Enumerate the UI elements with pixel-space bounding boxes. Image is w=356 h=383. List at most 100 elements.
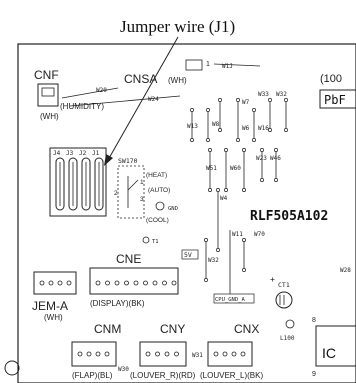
wire-label-w33: W33 xyxy=(258,91,269,98)
cny-pin xyxy=(145,351,151,357)
ct1-capacitor xyxy=(275,291,293,309)
trace-w20 xyxy=(61,87,119,99)
board-model: RLF505A102 xyxy=(250,209,328,224)
callout-leader xyxy=(107,36,179,161)
trace-w24 xyxy=(69,95,181,107)
switch-pos-one: 1 xyxy=(140,179,144,186)
jem-pins xyxy=(39,280,72,286)
cnm-pins xyxy=(77,351,110,357)
switch-heat-label: (HEAT) xyxy=(146,172,167,179)
jem-label: JEM-A xyxy=(32,299,68,313)
cnx-sub-label: (LOUVER_L)(BK) xyxy=(200,371,263,380)
cnx-pin xyxy=(222,351,228,357)
jumper-label-j3: J3 xyxy=(66,150,74,157)
switch-outline xyxy=(117,165,145,219)
trace-via xyxy=(190,108,194,112)
paren-label: (100 xyxy=(320,73,342,85)
wire-label-w23: W23 xyxy=(256,155,267,162)
cny-sub-label: (LOUVER_R)(RD) xyxy=(130,371,196,380)
jumper-wire-3 xyxy=(68,157,78,211)
switch-label: SW170 xyxy=(118,157,138,165)
cnm-pin xyxy=(86,351,92,357)
cnsa-pin-one: 1 xyxy=(206,61,210,68)
cnx-pins xyxy=(213,351,246,357)
wire-label-w6: W6 xyxy=(242,125,250,132)
switch-auto-label: (AUTO) xyxy=(148,187,170,194)
wire-label-w30: W30 xyxy=(118,366,129,373)
ic-pin-nine: 9 xyxy=(312,371,316,378)
trace-w1j xyxy=(213,63,261,67)
wire-label-w46: W46 xyxy=(270,155,281,162)
display-pin xyxy=(143,280,148,286)
ic-pin-eight: 8 xyxy=(312,317,316,324)
display-label: (DISPLAY)(BK) xyxy=(90,299,145,308)
display-pin xyxy=(105,280,110,286)
jumper-wire-1 xyxy=(94,157,104,211)
switch-pos-two: 2 xyxy=(114,190,118,197)
trace-via xyxy=(224,148,228,152)
trace-via xyxy=(204,278,208,282)
jem-pin xyxy=(39,280,45,286)
trace-via xyxy=(242,268,246,272)
jem-pin xyxy=(66,280,72,286)
l100-inductor xyxy=(285,319,295,329)
jem-pin xyxy=(57,280,63,286)
wire-label-w4: W4 xyxy=(220,195,228,202)
wire-label-w70: W70 xyxy=(254,231,265,238)
trace-via xyxy=(252,138,256,142)
switch-pos-three: 3 xyxy=(140,196,144,203)
ct1-plus: + xyxy=(270,275,275,284)
wire-label-w16: W16 xyxy=(258,125,269,132)
pbf-label: PbF xyxy=(324,93,346,107)
wire-label-w7: W7 xyxy=(242,99,250,106)
cny-pins xyxy=(145,351,179,357)
cnm-connector xyxy=(71,341,117,367)
cnsa-connector xyxy=(185,59,203,71)
display-pins xyxy=(95,280,177,286)
trace-via xyxy=(274,148,278,152)
cny-connector xyxy=(139,341,187,367)
ic-label: IC xyxy=(322,345,336,361)
trace-via xyxy=(252,108,256,112)
cnsa-color-label: (WH) xyxy=(168,76,187,85)
cnf-pin-block xyxy=(41,87,55,97)
trace-via xyxy=(218,98,222,102)
trace-via xyxy=(268,98,272,102)
trace-via xyxy=(206,108,210,112)
wire-label-w11: W11 xyxy=(232,231,243,238)
five-volt-label: 5V xyxy=(184,251,192,259)
five-volt-box xyxy=(181,249,199,260)
wire-label-w8: W8 xyxy=(212,121,220,128)
display-connector xyxy=(89,267,179,295)
cny-pin xyxy=(155,351,160,357)
wire-label-w31: W31 xyxy=(192,352,203,359)
cnm-pin xyxy=(104,351,110,357)
trace-via xyxy=(268,128,272,132)
trace-via xyxy=(284,128,288,132)
trace-via xyxy=(204,238,208,242)
cny-pin xyxy=(174,351,179,357)
vertical-traces xyxy=(190,98,288,282)
cny-label: CNY xyxy=(160,322,185,336)
display-pin xyxy=(133,280,139,286)
wire-label-w28: W28 xyxy=(340,267,351,274)
wire-label-w32: W32 xyxy=(276,91,287,98)
jumper-wire-2 xyxy=(81,157,91,211)
cnx-pin xyxy=(213,351,219,357)
cny-pin xyxy=(164,351,170,357)
trace-via xyxy=(242,188,246,192)
cnx-label: CNX xyxy=(234,322,259,336)
trace-via xyxy=(242,148,246,152)
mounting-hole xyxy=(4,360,20,376)
l100-label: L100 xyxy=(280,335,295,342)
display-pin xyxy=(124,280,129,286)
ic-chip xyxy=(315,325,356,367)
cnm-sub-label: (FLAP)(BL) xyxy=(72,371,113,380)
jumper-label-j2: J2 xyxy=(79,150,87,157)
cnx-connector xyxy=(207,341,253,367)
pbf-box xyxy=(319,89,356,109)
trace-via xyxy=(242,238,246,242)
jumper-wire-4 xyxy=(55,157,65,211)
